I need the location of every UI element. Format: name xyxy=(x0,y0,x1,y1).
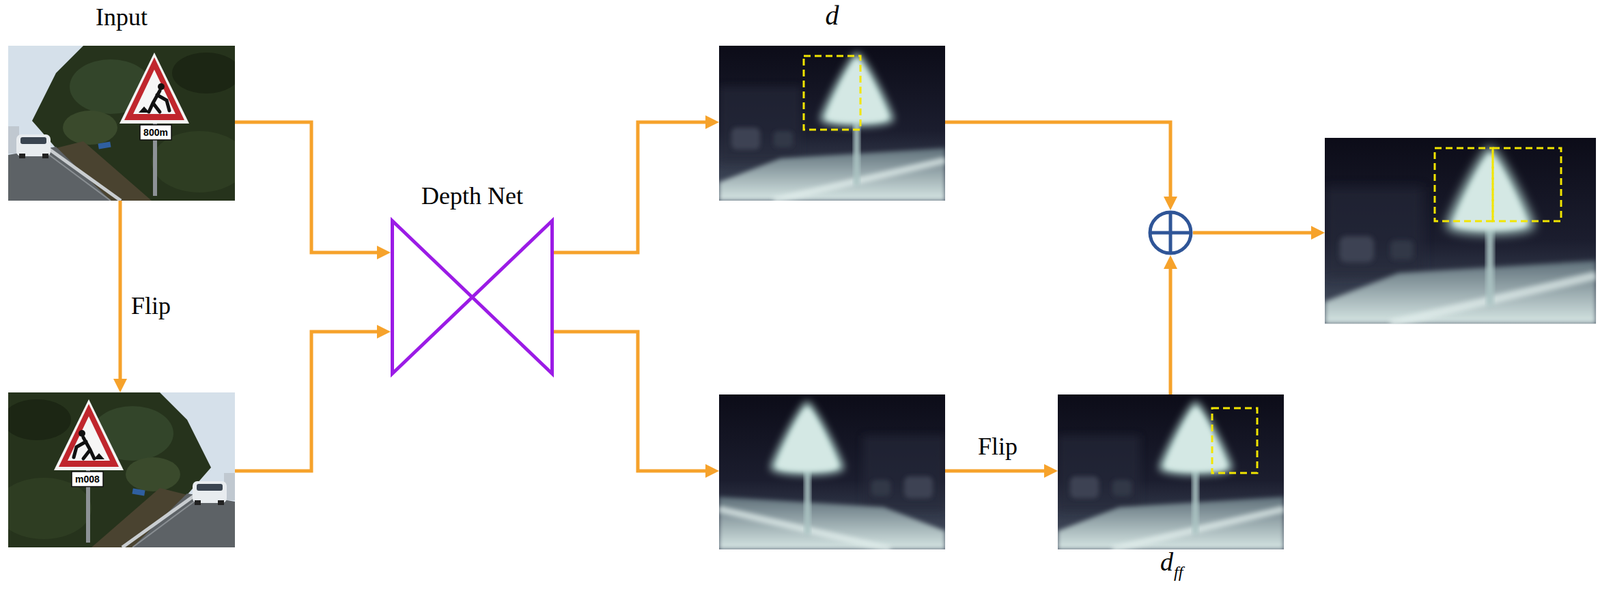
edge-label: Flip xyxy=(977,434,1018,459)
node-heading: Depth Net xyxy=(421,183,524,209)
input-photo xyxy=(8,45,248,201)
highlight-box xyxy=(1212,408,1258,474)
flow-arrow xyxy=(1193,231,1312,235)
flipped-input-image xyxy=(8,392,235,548)
sign-plate-text: 800m xyxy=(143,127,168,138)
depth-image xyxy=(719,45,946,201)
flipped-depth-map xyxy=(719,394,946,550)
highlight-box xyxy=(1492,148,1562,222)
edge-label: Flip xyxy=(131,293,171,319)
math-subscript: ff xyxy=(1173,564,1183,581)
flow-arrow xyxy=(1169,269,1173,395)
math-symbol: d xyxy=(1160,549,1174,575)
flipped-photo xyxy=(0,392,235,548)
reflipped-depth-map: dff xyxy=(1057,394,1283,550)
flow-arrow xyxy=(945,122,1171,197)
highlight-box xyxy=(1434,148,1493,222)
depth-network: Depth Net xyxy=(390,219,554,376)
highlight-box xyxy=(803,55,861,130)
input-image: Input xyxy=(8,45,235,201)
flow-arrow xyxy=(553,122,706,253)
flipped-depth-image xyxy=(719,394,946,550)
flow-arrow xyxy=(553,331,706,472)
sign-plate-text: m008 xyxy=(75,474,100,485)
fused-depth-map xyxy=(1324,137,1596,325)
bowtie-shape xyxy=(392,221,553,375)
flow-arrow xyxy=(234,122,377,253)
math-symbol: d xyxy=(825,2,840,30)
flow-arrow xyxy=(234,331,377,472)
flow-arrow xyxy=(945,469,1045,474)
sum-operator xyxy=(1147,210,1194,256)
reflipped-depth-image xyxy=(1057,394,1284,550)
depth-map: d xyxy=(719,45,946,201)
sum-outline xyxy=(1147,210,1194,256)
sum-cross xyxy=(1149,212,1191,254)
node-heading: Input xyxy=(95,4,148,30)
flow-arrow xyxy=(118,200,123,380)
fused-depth-image xyxy=(1324,137,1596,324)
sum-circle xyxy=(1149,212,1191,254)
network-outline xyxy=(390,219,554,376)
